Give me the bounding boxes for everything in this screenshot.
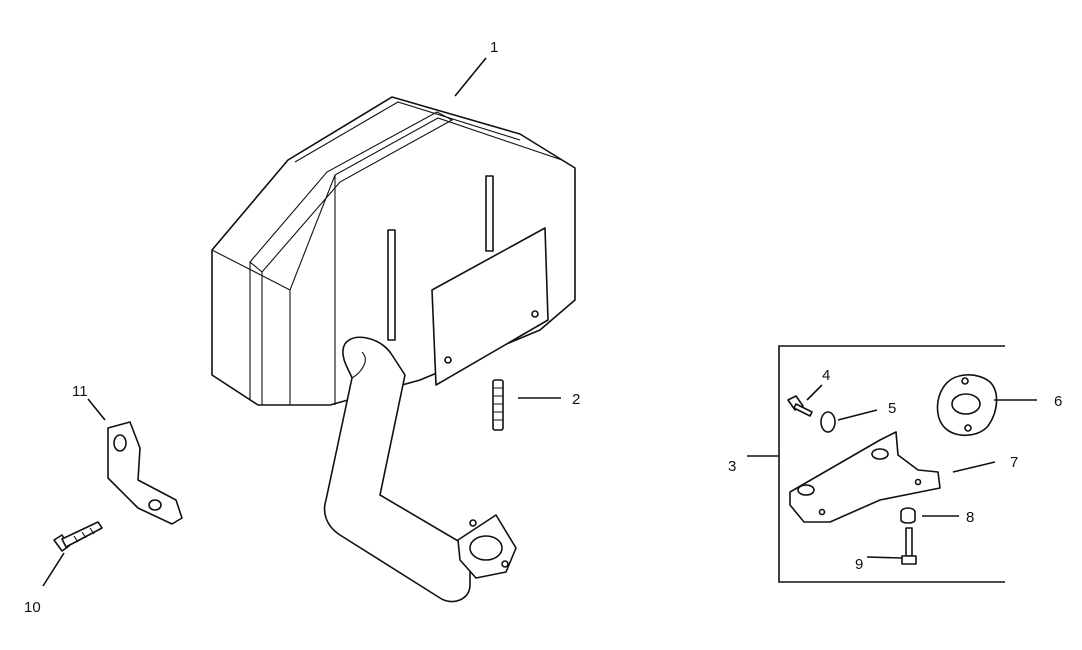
- muffler: [211, 96, 576, 406]
- callout-7: 7: [1010, 454, 1018, 471]
- callout-11: 11: [72, 383, 88, 400]
- bolt-9: [901, 527, 917, 565]
- washer-5: [820, 411, 836, 433]
- callout-6: 6: [1054, 393, 1062, 410]
- callout-9: 9: [855, 556, 863, 573]
- bracket-11: [107, 421, 183, 525]
- kit-frame: [778, 345, 1005, 583]
- leader-lines: [42, 57, 1037, 587]
- exhaust-pipe: [323, 336, 517, 603]
- callout-3: 3: [728, 458, 736, 475]
- bolt-10: [53, 521, 103, 552]
- callout-10: 10: [24, 599, 41, 616]
- callout-8: 8: [966, 509, 974, 526]
- gasket-6: [936, 374, 998, 437]
- callout-labels: 1 2 3 4 5 6 7 8 9 10 11: [24, 39, 1062, 616]
- callout-4: 4: [822, 367, 830, 384]
- callout-2: 2: [572, 391, 580, 408]
- spacer-8: [900, 507, 916, 524]
- screw-4: [787, 395, 813, 417]
- callout-5: 5: [888, 400, 896, 417]
- stud: [492, 379, 504, 431]
- callout-1: 1: [490, 39, 498, 56]
- bracket-7: [789, 431, 941, 523]
